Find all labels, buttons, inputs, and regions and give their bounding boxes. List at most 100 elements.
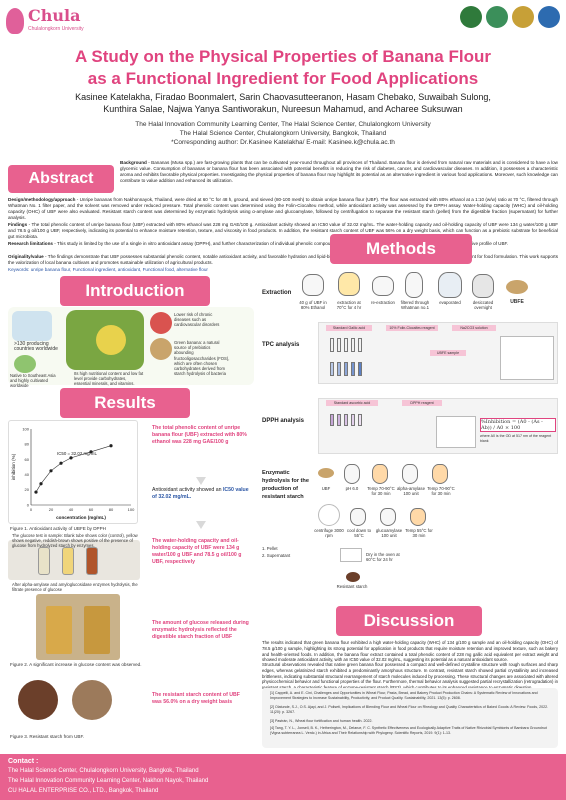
extraction-step2: extraction at 70°C for 4 hr: [336, 300, 362, 311]
tpc-result: The total phenolic content of unripe ban…: [152, 425, 247, 445]
dpph-formula: %Inhibition = (A0 - (As - Ab)) / A0 × 10…: [480, 418, 556, 432]
arrow-down-icon-2: [196, 521, 206, 529]
methods-heading: Methods: [330, 234, 472, 264]
plate-reader-icon: [436, 416, 476, 448]
std-tube: [358, 338, 362, 352]
reacted-tube: [358, 362, 362, 376]
antioxidant-result: Antioxidant activity showed an IC50 valu…: [152, 487, 249, 500]
heart-icon: [150, 312, 172, 334]
x-tick-label: 20: [49, 507, 54, 512]
chula-logo: Chula Chulalongkorn University: [6, 6, 84, 36]
reference-4: [4] Tang, T. Y. L., Jonsell, B. K., Heth…: [270, 726, 547, 735]
chart-points: [34, 444, 113, 494]
std-tube: [337, 338, 341, 352]
dpph-tube: [351, 414, 355, 426]
contact-line3: CU HALAL ENTERPRISE CO., LTD., Bangkok, …: [8, 788, 159, 794]
abstract-design: Design/methodology/approach - Unripe ban…: [8, 197, 558, 221]
logo-name: Chula: [28, 6, 81, 25]
x-tick-label: 0: [30, 507, 33, 512]
poster-title-line1: A Study on the Physical Properties of Ba…: [75, 47, 491, 66]
dpph-tube: [330, 414, 334, 426]
data-point: [34, 490, 38, 494]
y-tick-label: 100: [22, 426, 29, 431]
enz-step4: alpha-amylase 100 unit: [397, 486, 425, 497]
reference-3: [3] Pastrán, N., Wheat flour fortificati…: [270, 719, 373, 723]
affiliation-line1: The Halal Innovation Community Learning …: [135, 121, 431, 128]
enz-step8: Temp 55°C for 30 min: [405, 528, 433, 539]
tpc-sample-label: UBFE sample: [430, 350, 466, 356]
enzymatic-label-3: production of: [262, 486, 299, 492]
glucose-tubes-photo: [8, 540, 140, 580]
whc-ohc-result: The water-holding capacity and oil-holdi…: [152, 538, 242, 565]
dpph-label: DPPH analysis: [262, 418, 305, 424]
enz-step11: 2. Supernatant: [262, 553, 291, 558]
extraction-step1: 40 g of UBF in 80% Ethanol: [299, 300, 327, 311]
y-tick-label: 0: [27, 502, 30, 507]
positive-tube: [86, 547, 98, 575]
y-tick-label: 80: [25, 442, 30, 447]
logo-subtitle: Chulalongkorn University: [28, 26, 84, 32]
chula-crest-icon: [6, 8, 24, 34]
enz-step10: 1. Pellet: [262, 546, 278, 551]
references-panel: [262, 688, 558, 748]
ripe-banana-icon: [96, 325, 126, 355]
flour-flask-icon: [302, 274, 324, 296]
spectrophotometer-icon: [500, 336, 554, 380]
glucoamylase-flask-icon: [380, 508, 396, 526]
poster-header: Chula Chulalongkorn University A Study o…: [0, 0, 566, 148]
figure1-caption: Figure 1. Antioxidant activity of UBFE b…: [10, 526, 106, 531]
enzymatic-label-2: hydrolysis for the: [262, 478, 309, 484]
filter-funnel-icon: [405, 272, 423, 298]
abstract-background: Background - Bananas (Musa spp.) are fas…: [120, 160, 558, 184]
enz-step5: Temp 70-90°C for 30 min: [427, 486, 455, 497]
enz-step1: UBF: [321, 486, 331, 491]
beaker-right: [84, 606, 110, 654]
extraction-label: Extraction: [262, 290, 292, 296]
centrifuge-icon: [318, 504, 340, 526]
halal-logo-icon: [460, 6, 482, 28]
partner-logos: [460, 6, 560, 28]
enz-step9: centrifuge 3000 rpm: [314, 528, 344, 539]
enzymatic-label-1: Enzymatic: [262, 470, 290, 476]
extraction-step5: evaporated: [439, 300, 461, 305]
y-tick-label: 40: [25, 472, 30, 477]
enz-step12: Dry in the oven at 60°C for 24 hr: [366, 552, 400, 563]
contact-line1: The Halal Science Center, Chulalongkorn …: [8, 768, 199, 774]
beaker-left: [46, 606, 72, 654]
dpph-reagent-label: DPPH reagent: [402, 400, 442, 406]
authors-line2: Kunthira Salae, Najwa Yanya Santiworakun…: [103, 104, 463, 114]
intro-caption-heart: Lower risk of chronic diseases such as c…: [174, 312, 220, 328]
glucose-caption-top: The glucose test in sample: Blank tube s…: [12, 533, 138, 549]
intro-caption-native: Native to Southeast Asia and highly cult…: [10, 373, 56, 389]
x-axis-label: concentration (mg/mL): [56, 515, 106, 520]
data-point: [59, 461, 63, 465]
x-tick-label: 40: [69, 507, 74, 512]
intro-caption-prebiotic: Green banana: a natural source of prebio…: [174, 340, 230, 377]
partner-logo-icon: [486, 6, 508, 28]
re-extraction-icon: [372, 276, 394, 296]
intro-caption-countries: >130 producing countries worldwide: [14, 341, 58, 353]
poster-title-line2: as a Functional Ingredient for Food Appl…: [87, 69, 479, 88]
authors-line1: Kasinee Katelakha, Firadao Boonmalert, S…: [75, 92, 491, 102]
results-heading: Results: [60, 388, 190, 418]
oven-icon: [340, 548, 362, 562]
heat-flask-icon: [372, 464, 388, 484]
banana-tree-icon: [14, 355, 36, 373]
negative-tube: [62, 547, 74, 575]
abstract-findings: Findings - The total phenolic content of…: [8, 222, 558, 240]
enz-step13: Resistant starch: [336, 584, 368, 589]
contact-label: Contact :: [8, 758, 39, 765]
abstract-heading: Abstract: [8, 165, 114, 193]
data-point: [69, 456, 73, 460]
enzymatic-label-4: resistant starch: [262, 494, 304, 500]
dpph-tube: [344, 414, 348, 426]
affiliation-line2: The Halal Science Center, Chulalongkorn …: [179, 130, 387, 137]
discussion-paragraph1: The results indicated that green banana …: [262, 640, 558, 663]
tpc-label: TPC analysis: [262, 342, 300, 348]
y-axis-label: inhibition (%): [11, 453, 16, 480]
blank-tube: [38, 547, 50, 575]
ph-flask-icon: [344, 464, 360, 484]
